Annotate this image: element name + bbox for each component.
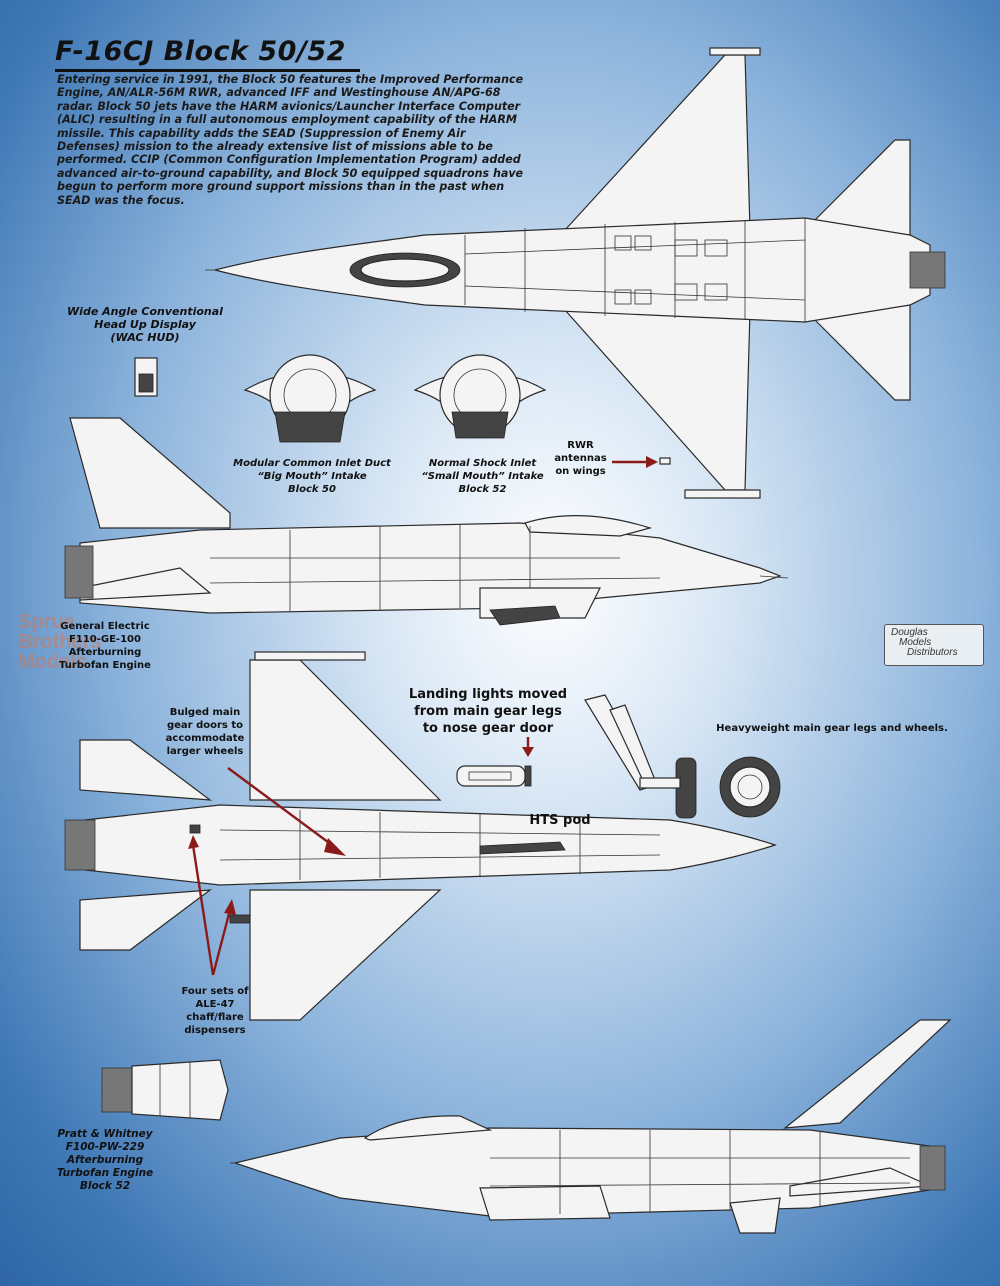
landing-lights-arrow <box>522 737 534 757</box>
top-view-drawing <box>205 47 946 499</box>
bottom-view-drawing <box>64 651 777 1021</box>
mcid-caption: Modular Common Inlet Duct “Big Mouth” In… <box>233 458 391 495</box>
pw-engine-nozzle-drawing <box>101 1059 229 1121</box>
ale47-caption: Four sets of ALE-47 chaff/flare dispense… <box>181 986 249 1036</box>
big-mouth-intake-drawing <box>243 354 377 443</box>
bottom-view-fuselage <box>84 804 777 886</box>
nose-gear-door-drawing <box>456 765 532 787</box>
wac-hud-caption: Wide Angle Conventional Head Up Display … <box>67 305 223 344</box>
bulged-doors-arrow <box>227 767 346 856</box>
douglas-models-logo: Douglas Models Distributors <box>884 624 984 666</box>
landing-lights-caption: Landing lights moved from main gear legs… <box>408 687 568 736</box>
pw-engine-caption: Pratt & Whitney F100-PW-229 Afterburning… <box>56 1128 154 1192</box>
side-view-fuselage <box>79 522 782 614</box>
side-view-block52-drawing <box>230 1019 952 1234</box>
side-view-block50-drawing <box>64 417 789 626</box>
rwr-arrow <box>612 456 658 468</box>
sprue-brothers-watermark: Sprue Brothers Models <box>18 611 102 673</box>
ge-engine-caption: General Electric F110-GE-100 Afterburnin… <box>59 621 151 671</box>
page-title: F-16CJ Block 50/52 <box>55 36 360 72</box>
bulged-doors-caption: Bulged main gear doors to accommodate la… <box>165 707 245 757</box>
side-view-hts-pod <box>489 605 561 626</box>
hts-pod-caption: HTS pod <box>529 813 591 828</box>
intro-paragraph: Entering service in 1991, the Block 50 f… <box>57 73 524 207</box>
rwr-caption: RWR antennas on wings <box>554 440 607 477</box>
heavyweight-caption: Heavyweight main gear legs and wheels. <box>716 723 948 734</box>
main-gear-leg-drawing <box>584 694 697 819</box>
top-view-fuselage <box>214 217 931 323</box>
ale47-arrows <box>188 835 236 976</box>
nsi-caption: Normal Shock Inlet “Small Mouth” Intake … <box>421 458 544 495</box>
bottom-view-hts-pod <box>479 841 566 855</box>
wac-hud-drawing <box>134 357 158 397</box>
small-mouth-intake-drawing <box>413 354 547 439</box>
top-view-upper-wing <box>563 54 751 231</box>
main-wheel-drawing <box>719 756 781 818</box>
